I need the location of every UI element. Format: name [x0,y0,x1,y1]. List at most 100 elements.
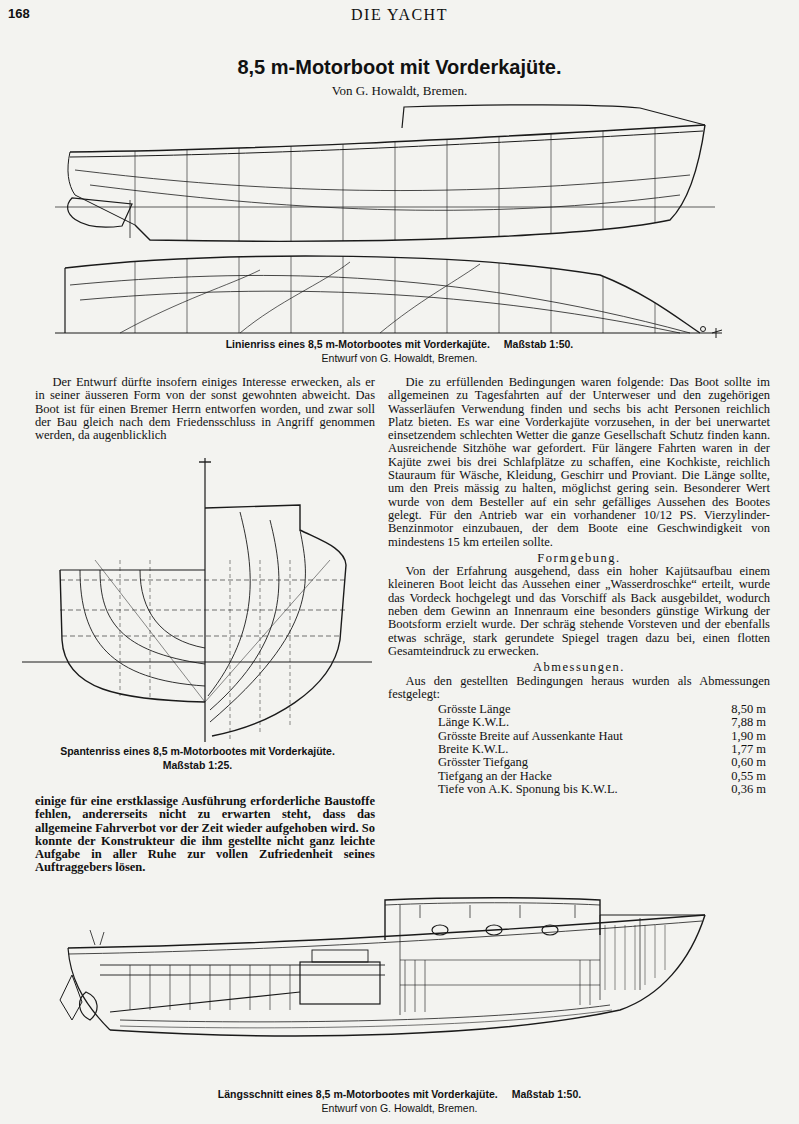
designer-credit: Entwurf von G. Howaldt, Bremen. [0,1102,799,1114]
drawing-line [486,925,502,935]
drawing-line [68,948,110,1030]
drawing-line [110,915,705,1036]
drawing-line [701,327,706,332]
drawing-line [600,915,705,916]
figure-caption: Spantenriss eines 8,5 m-Motorbootes mit … [15,745,380,757]
drawing-line [80,570,205,686]
author-line: Von G. Howaldt, Bremen. [0,83,799,99]
drawing-line [400,905,640,1015]
article-title: 8,5 m-Motorboot mit Vorderkajüte. [0,56,799,79]
running-head: DIE YACHT [0,6,799,24]
drawing-line [204,458,205,742]
body-paragraph: Aus den gestellten Bedingungen heraus wu… [388,675,770,702]
drawing-line [90,185,680,210]
table-value: 0,60 m [731,756,766,769]
drawing-line [312,950,368,962]
drawing-line [135,120,655,250]
body-paragraph: Die zu erfüllenden Bedingungen waren fol… [388,376,770,549]
table-label: Breite K.W.L. [438,743,721,756]
drawing-line [120,560,290,740]
dimension-table: Grösste Länge8,50 mLänge K.W.L.7,88 mGrö… [438,703,766,796]
drawing-line [90,930,104,945]
caption-row: Längsschnitt eines 8,5 m-Motorbootes mit… [0,1088,799,1100]
page-number: 168 [8,6,30,21]
right-column: Die zu erfüllenden Bedingungen waren fol… [388,376,770,796]
drawing-line [80,291,680,333]
drawing-line [130,200,131,238]
table-value: 0,36 m [731,783,766,796]
drawing-line [205,505,346,736]
drawing-line [402,105,705,128]
table-label: Grösste Länge [438,703,721,716]
author-box: Von G. Howaldt, Bremen. [0,83,799,99]
drawing-line [400,960,600,1012]
drawing-line [70,275,690,333]
table-label: Grösster Tiefgang [438,756,721,769]
drawing-line [100,965,385,975]
drawing-line [75,170,690,191]
drawing-line [385,898,600,940]
drawing-line [130,965,290,1010]
body-paragraph: Der Entwurf dürfte insofern einiges Inte… [35,376,375,442]
drawing-line [135,240,655,340]
drawing-line [385,903,600,905]
drawing-line [70,131,703,157]
caption-row: Linienriss eines 8,5 m-Motorbootes mit V… [0,338,799,350]
scale-note: Maßstab 1:50. [512,1088,581,1100]
lines-profile [55,105,715,250]
drawing-line [135,120,655,250]
lines-half-breadth [55,240,722,340]
drawing-line [210,530,305,722]
drawing-line [300,962,380,1004]
drawing-line [110,992,300,1012]
table-value: 8,50 m [731,703,766,716]
drawing-line [64,268,65,333]
drawing-line [68,152,135,225]
figure-caption: Linienriss eines 8,5 m-Motorbootes mit V… [226,338,490,350]
drawing-line [135,125,705,241]
drawing-line [208,512,250,696]
caption-row: Maßstab 1:25. [15,759,380,771]
drawing-line [210,520,279,710]
table-value: 1,77 m [731,743,766,756]
figure-caption: Längsschnitt eines 8,5 m-Motorbootes mit… [218,1088,498,1100]
drawing-line [712,328,722,338]
section-heading: Abmessungen. [388,661,770,674]
designer-credit: Entwurf von G. Howaldt, Bremen. [0,352,799,364]
table-value: 0,55 m [731,770,766,783]
caption-row: Entwurf von G. Howaldt, Bremen. [0,352,799,364]
drawing-line [80,992,97,1020]
table-label: Tiefgang an der Hacke [438,770,721,783]
table-value: 1,90 m [731,730,766,743]
caption-row: Spantenriss eines 8,5 m-Motorbootes mit … [15,745,380,757]
drawing-line [135,240,655,340]
body-plan [22,458,372,742]
left-column: einige für eine erstklassige Ausführung … [35,795,375,875]
drawing-line [199,461,211,462]
drawing-line [55,333,722,334]
table-value: 7,88 m [731,716,766,729]
body-paragraph: Von der Erfahrung ausgehend, dass ein ho… [388,565,770,658]
left-column: Der Entwurf dürfte insofern einiges Inte… [35,376,375,442]
drawing-line [95,560,330,702]
drawing-line [432,925,448,935]
running-head-box: DIE YACHT [0,6,799,24]
drawing-line [60,580,345,636]
drawing-line [60,569,205,570]
drawing-line [65,256,700,333]
drawing-line [605,925,665,990]
drawing-line [542,925,558,935]
drawing-line [60,975,82,1020]
table-label: Tiefe von A.K. Sponung bis K.W.L. [438,783,721,796]
drawing-line [120,1010,612,1028]
drawing-line [120,1005,610,1022]
scale-note: Maßstab 1:50. [504,338,573,350]
title-box: 8,5 m-Motorboot mit Vorderkajüte. [0,56,799,79]
longitudinal-section [60,898,705,1036]
drawing-line [68,915,705,948]
drawing-line [100,570,205,664]
body-paragraph: einige für eine erstklassige Ausführung … [35,795,375,875]
